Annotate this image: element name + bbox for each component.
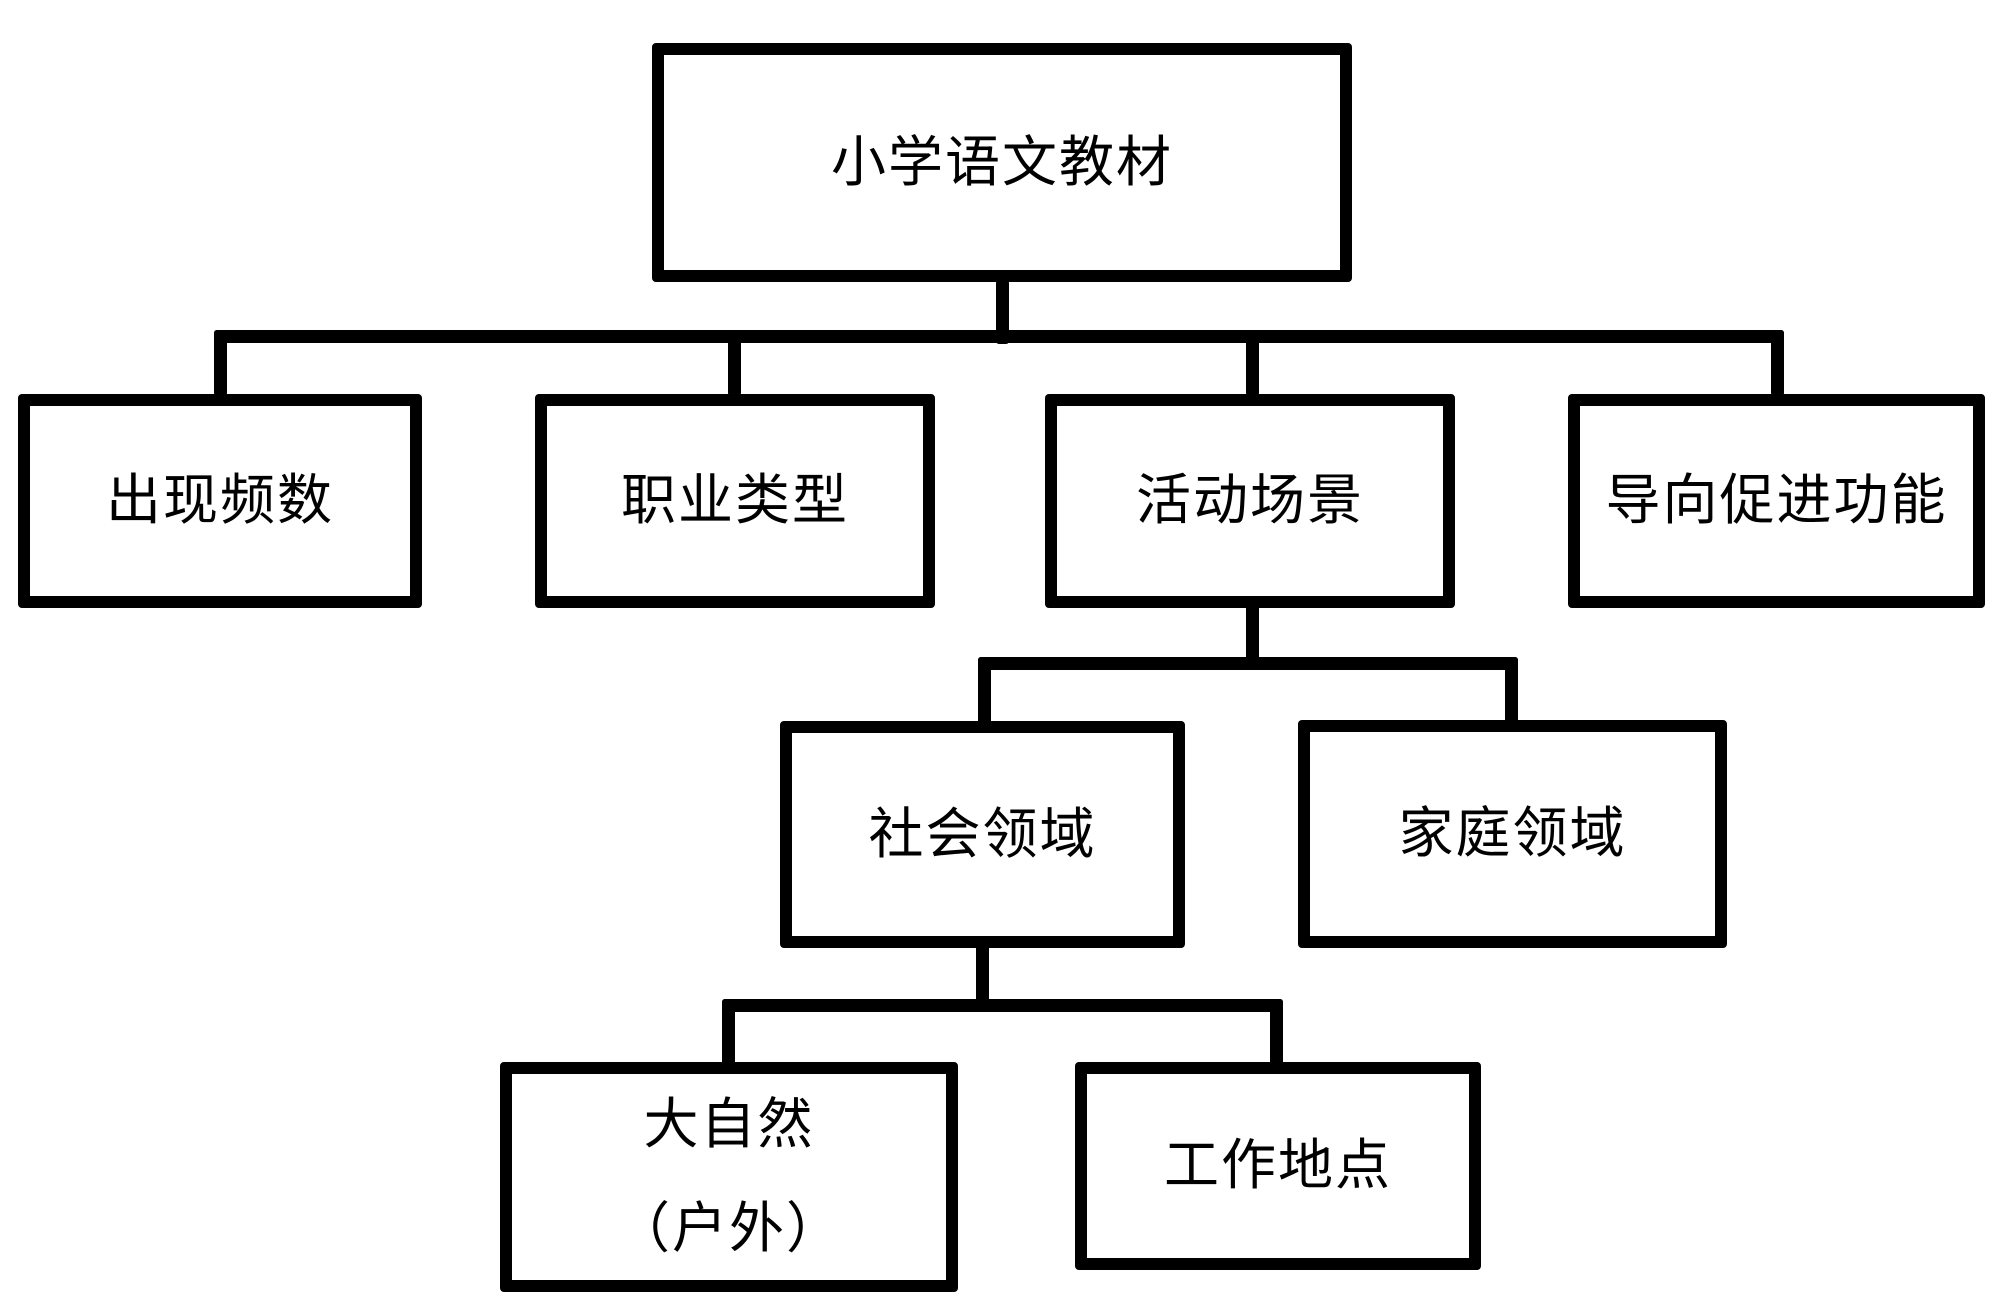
- node-label: 社会领域: [868, 803, 1097, 865]
- connector-activity-stub: [1246, 600, 1259, 670]
- connector-drop-frequency: [214, 330, 227, 396]
- node-label-line2: （户外）: [614, 1198, 843, 1259]
- node-label: 出现频数: [105, 470, 334, 531]
- node-occupation-type: 职业类型: [535, 394, 935, 608]
- node-primary-chinese-textbook: 小学语文教材: [652, 43, 1352, 282]
- node-label: 工作地点: [1163, 1135, 1392, 1196]
- connector-social-stub: [976, 944, 989, 1012]
- node-appearance-frequency: 出现频数: [18, 394, 422, 608]
- node-workplace: 工作地点: [1075, 1062, 1481, 1270]
- connector-bus-level3: [978, 657, 1518, 670]
- connector-drop-workplace: [1270, 999, 1283, 1066]
- node-label: 导向促进功能: [1605, 470, 1948, 531]
- node-social-domain: 社会领域: [780, 721, 1185, 948]
- connector-drop-occupation: [728, 330, 741, 396]
- node-label-line1: 大自然: [643, 1094, 815, 1155]
- connector-bus-level2: [214, 330, 1784, 343]
- node-label: 家庭领域: [1398, 803, 1627, 864]
- node-activity-scene: 活动场景: [1045, 394, 1455, 608]
- connector-drop-social: [978, 657, 991, 725]
- node-label: 小学语文教材: [830, 131, 1173, 193]
- node-label: 职业类型: [620, 470, 849, 531]
- connector-bus-level4: [722, 999, 1283, 1012]
- node-label: 活动场景: [1135, 470, 1364, 531]
- connector-drop-nature: [722, 999, 735, 1066]
- node-family-domain: 家庭领域: [1298, 720, 1727, 948]
- connector-drop-family: [1505, 657, 1518, 724]
- node-label-group: 大自然 （户外）: [615, 1092, 843, 1262]
- node-nature-outdoor: 大自然 （户外）: [500, 1062, 958, 1292]
- connector-drop-guidance: [1771, 330, 1784, 396]
- connector-drop-activity: [1246, 330, 1259, 396]
- connector-root-stub: [996, 280, 1009, 344]
- node-guiding-promotion-function: 导向促进功能: [1568, 394, 1985, 608]
